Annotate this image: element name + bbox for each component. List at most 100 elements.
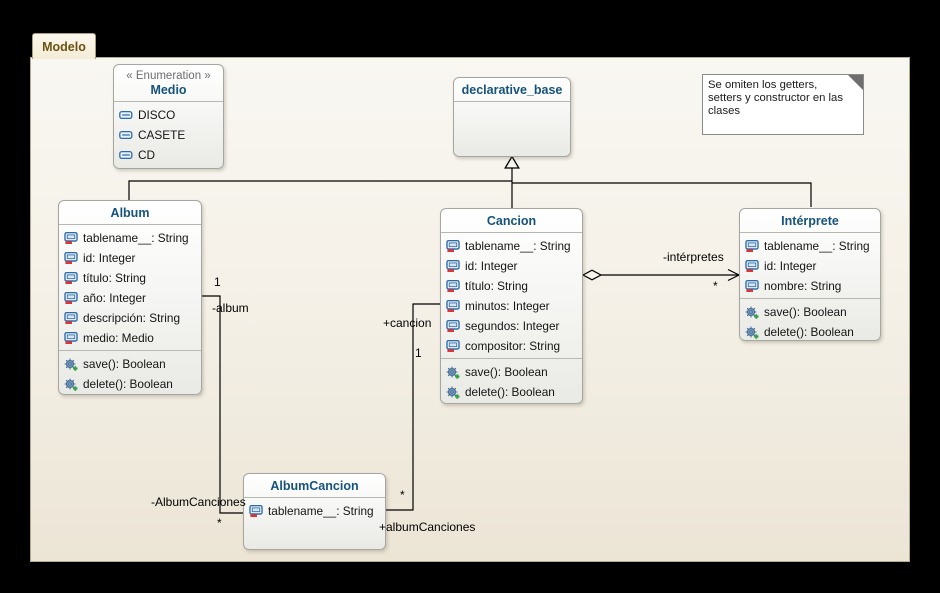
attributes-compartment: tablename__: String <box>244 498 385 549</box>
class-album[interactable]: Album tablename__: String id: Integer tí… <box>58 200 202 395</box>
attribute-text: id: Integer <box>465 259 518 273</box>
enum-medio[interactable]: « Enumeration » Medio DISCO CASETE CD <box>113 64 224 169</box>
attribute-icon <box>745 280 759 292</box>
attribute-row: nombre: String <box>745 276 875 296</box>
generalization-triangle-icon <box>504 155 520 169</box>
attribute-text: id: Integer <box>83 251 136 265</box>
class-title: Intérprete <box>740 209 880 233</box>
empty-compartment <box>454 102 570 156</box>
enum-literal: DISCO <box>138 108 176 122</box>
attribute-icon <box>446 320 460 332</box>
tab-modelo[interactable]: Modelo <box>32 33 96 59</box>
attribute-icon <box>745 240 759 252</box>
operation-row: save(): Boolean <box>446 362 577 382</box>
attribute-row: compositor: String <box>446 336 577 356</box>
attribute-row: id: Integer <box>64 248 196 268</box>
operation-icon <box>446 386 460 399</box>
note-text: Se omiten los getters, setters y constru… <box>708 79 843 117</box>
enum-literal-row: CD <box>119 145 218 165</box>
attribute-icon <box>64 252 78 264</box>
enum-literal-icon <box>119 130 133 140</box>
attribute-text: medio: Medio <box>83 331 154 345</box>
attribute-text: tablename__: String <box>465 239 571 253</box>
attribute-icon <box>64 292 78 304</box>
operation-row: save(): Boolean <box>745 302 875 322</box>
attribute-row: id: Integer <box>446 256 577 276</box>
operation-row: delete(): Boolean <box>64 374 196 394</box>
attribute-text: año: Integer <box>83 291 146 305</box>
operation-text: delete(): Boolean <box>83 377 173 391</box>
class-title: declarative_base <box>454 78 570 102</box>
operation-icon <box>745 306 759 319</box>
attributes-compartment: tablename__: String id: Integer título: … <box>59 225 201 350</box>
role-label-albumcanciones: -AlbumCanciones <box>151 495 246 509</box>
enum-literal-row: DISCO <box>119 105 218 125</box>
attribute-text: id: Integer <box>764 259 817 273</box>
operation-text: delete(): Boolean <box>465 385 555 399</box>
enum-name: Medio <box>150 83 187 97</box>
attribute-icon <box>64 312 78 324</box>
operation-text: save(): Boolean <box>764 305 847 319</box>
operations-compartment: save(): Boolean delete(): Boolean <box>59 350 201 396</box>
attribute-text: minutos: Integer <box>465 299 550 313</box>
attribute-row: tablename__: String <box>446 236 577 256</box>
class-albumcancion[interactable]: AlbumCancion tablename__: String <box>243 473 386 550</box>
tab-label: Modelo <box>42 39 86 54</box>
attribute-row: id: Integer <box>745 256 875 276</box>
multiplicity-label-cancion: 1 <box>415 346 422 360</box>
role-label-album: -album <box>212 301 249 315</box>
operation-icon <box>64 358 78 371</box>
note[interactable]: Se omiten los getters, setters y constru… <box>702 74 864 135</box>
operation-text: save(): Boolean <box>465 365 548 379</box>
attribute-text: compositor: String <box>465 339 561 353</box>
operation-icon <box>64 378 78 391</box>
attribute-row: segundos: Integer <box>446 316 577 336</box>
association-edge-cancion-albumcancion[interactable] <box>386 303 440 511</box>
enum-literals: DISCO CASETE CD <box>114 102 223 167</box>
attribute-text: tablename__: String <box>764 239 870 253</box>
enum-literal: CD <box>138 148 156 162</box>
class-title: Album <box>59 201 201 225</box>
class-title: AlbumCancion <box>244 474 385 498</box>
attribute-text: tablename__: String <box>268 504 374 518</box>
operations-compartment: save(): Boolean delete(): Boolean <box>441 358 582 404</box>
multiplicity-label-interpretes: * <box>713 279 718 293</box>
attribute-row: tablename__: String <box>745 236 875 256</box>
operation-row: save(): Boolean <box>64 354 196 374</box>
attribute-row: tablename__: String <box>64 228 196 248</box>
attribute-icon <box>64 332 78 344</box>
class-interprete[interactable]: Intérprete tablename__: String id: Integ… <box>739 208 881 341</box>
attribute-icon <box>446 260 460 272</box>
enum-literal-icon <box>119 110 133 120</box>
attribute-row: tablename__: String <box>249 501 380 521</box>
operation-icon <box>745 326 759 339</box>
attribute-icon <box>446 340 460 352</box>
attribute-text: título: String <box>465 279 528 293</box>
attribute-text: tablename__: String <box>83 231 189 245</box>
enum-stereotype: « Enumeration » <box>126 70 211 82</box>
association-edge-album-albumcancion[interactable] <box>202 295 243 514</box>
enum-literal: CASETE <box>138 128 186 142</box>
operation-row: delete(): Boolean <box>446 382 577 402</box>
enum-literal-icon <box>119 150 133 160</box>
note-fold-icon <box>848 75 863 90</box>
multiplicity-label-albumcanciones: * <box>217 516 222 530</box>
class-cancion[interactable]: Cancion tablename__: String id: Integer … <box>440 208 583 404</box>
role-label-interpretes: -intérpretes <box>663 250 724 264</box>
attribute-row: año: Integer <box>64 288 196 308</box>
attribute-text: descripción: String <box>83 311 181 325</box>
attribute-row: descripción: String <box>64 308 196 328</box>
multiplicity-label-album: 1 <box>214 275 221 289</box>
attribute-icon <box>446 240 460 252</box>
operation-icon <box>446 366 460 379</box>
generalization-edge[interactable] <box>128 155 812 209</box>
role-label-albumcanciones2: +albumCanciones <box>379 520 476 534</box>
enum-literal-row: CASETE <box>119 125 218 145</box>
attributes-compartment: tablename__: String id: Integer título: … <box>441 233 582 358</box>
attribute-row: medio: Medio <box>64 328 196 348</box>
attribute-icon <box>64 232 78 244</box>
class-declarative-base[interactable]: declarative_base <box>453 77 571 157</box>
aggregation-diamond-icon <box>581 269 603 281</box>
attribute-icon <box>446 300 460 312</box>
